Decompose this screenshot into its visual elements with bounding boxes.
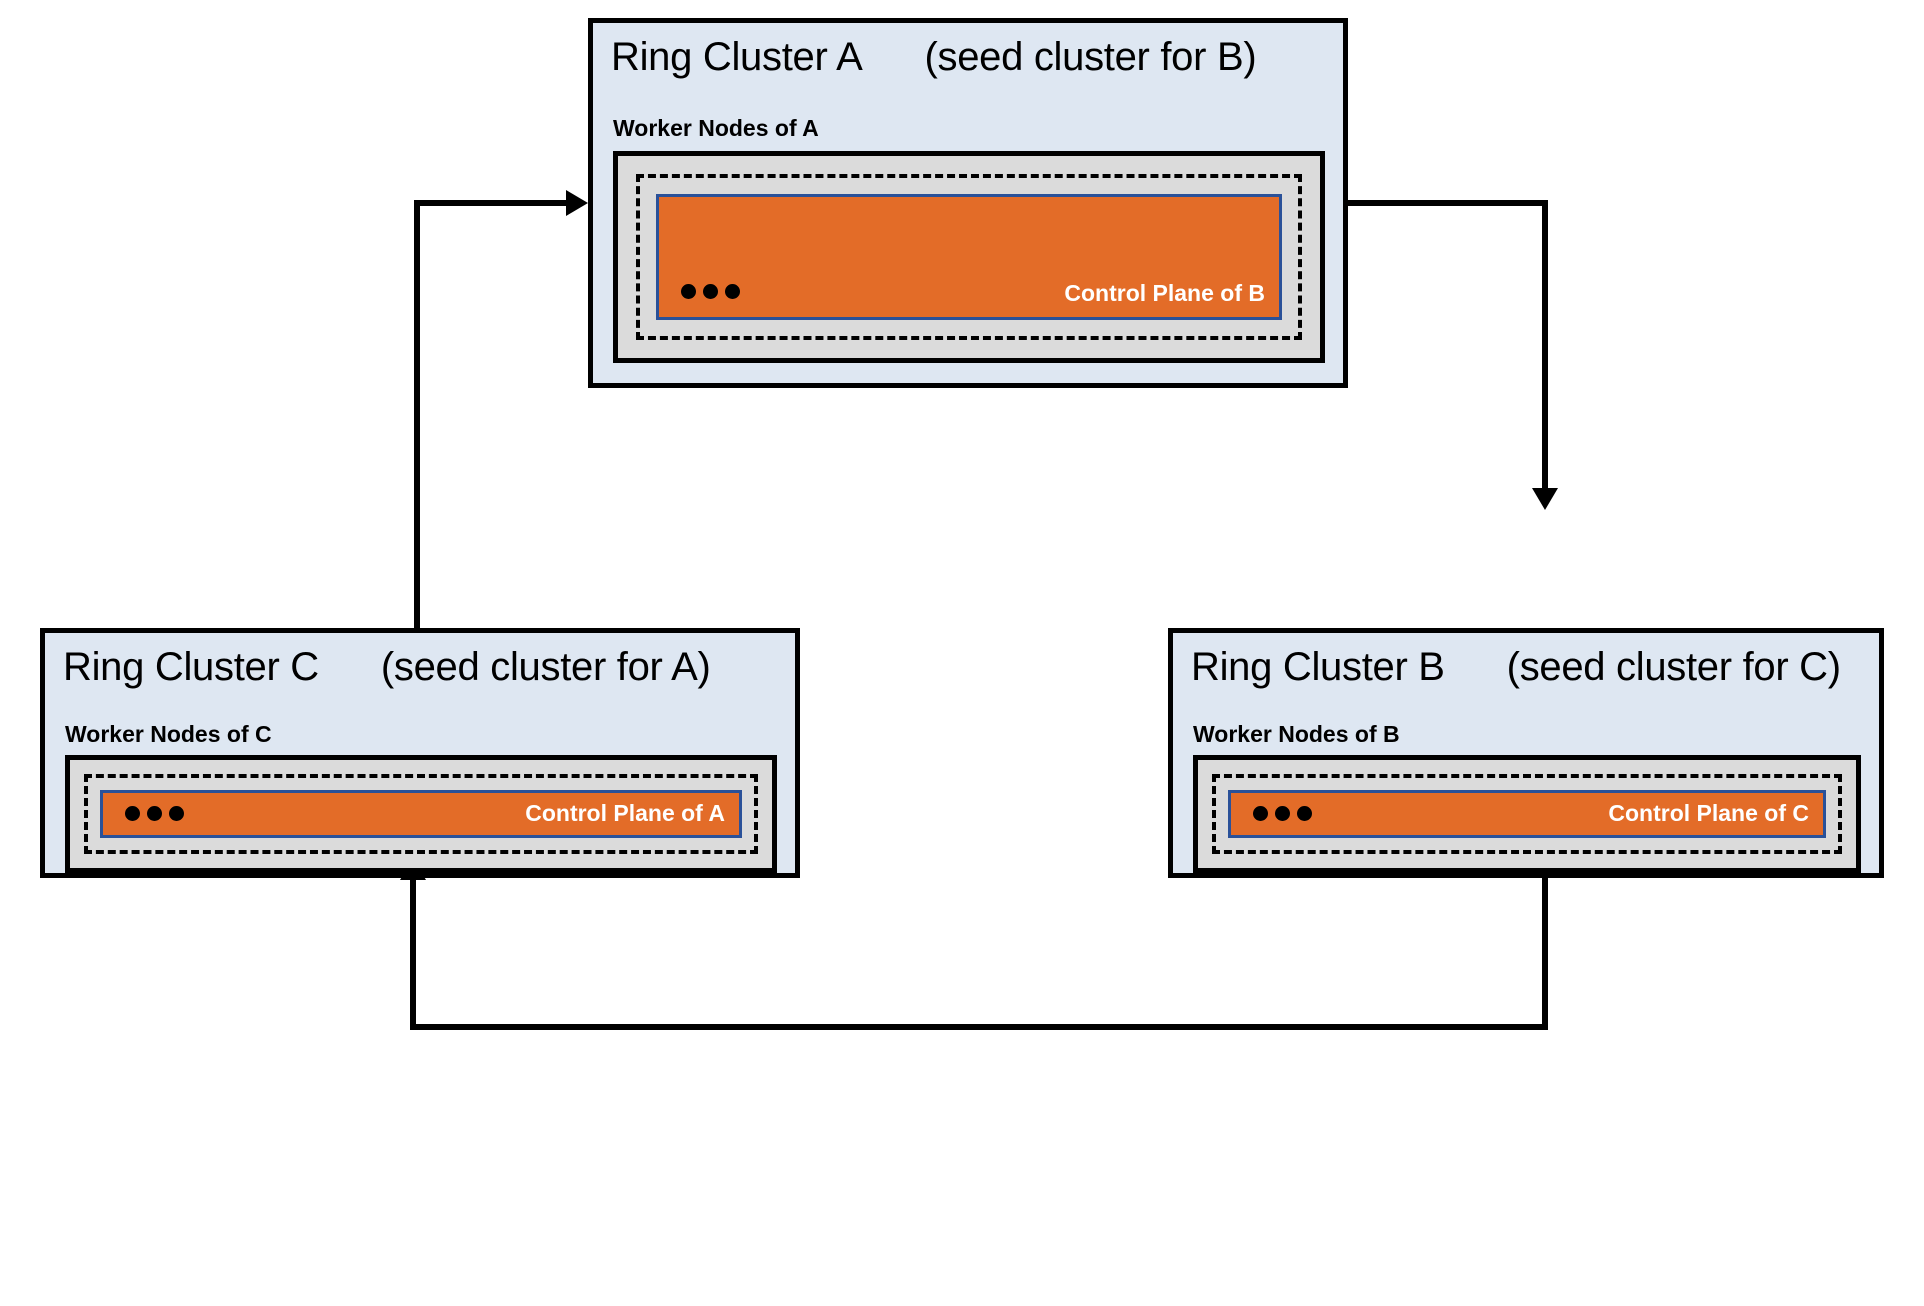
cluster-c-node-boundary: Control Plane of A [84, 774, 758, 854]
arrow-b-to-c-vertical-left-segment [410, 880, 416, 1028]
cluster-b-title: Ring Cluster B (seed cluster for C) [1191, 645, 1841, 690]
cluster-b-ellipsis-icon [1253, 806, 1312, 821]
cluster-a-control-plane-of-b[interactable]: Control Plane of B [656, 194, 1282, 320]
cluster-a-worker-node-band: Control Plane of B [613, 151, 1325, 363]
cluster-b-control-plane-label: Control Plane of C [1608, 800, 1809, 826]
arrow-a-to-b-head-icon [1532, 488, 1558, 510]
cluster-c-control-plane-label: Control Plane of A [525, 800, 725, 826]
cluster-a-ellipsis-icon [681, 284, 740, 299]
arrow-b-to-c-horizontal-segment [410, 1024, 1548, 1030]
cluster-b-seed-note: (seed cluster for C) [1506, 645, 1841, 689]
cluster-b-node-boundary: Control Plane of C [1212, 774, 1842, 854]
cluster-c-worker-node-band: Control Plane of A [65, 755, 777, 873]
cluster-c-control-plane-of-a[interactable]: Control Plane of A [100, 790, 742, 838]
cluster-a-worker-label: Worker Nodes of A [613, 115, 819, 141]
cluster-a-title: Ring Cluster A (seed cluster for B) [611, 35, 1257, 80]
cluster-a-node-boundary: Control Plane of B [636, 174, 1302, 340]
cluster-c-title: Ring Cluster C (seed cluster for A) [63, 645, 711, 690]
arrow-c-to-a-horizontal-segment [414, 200, 574, 206]
cluster-box-b[interactable]: Ring Cluster B (seed cluster for C) Worke… [1168, 628, 1884, 878]
cluster-a-control-plane-label: Control Plane of B [1064, 280, 1265, 306]
cluster-c-seed-note: (seed cluster for A) [380, 645, 711, 689]
arrow-b-to-c-vertical-right-segment [1542, 876, 1548, 1030]
cluster-b-title-text: Ring Cluster B [1191, 645, 1445, 689]
cluster-b-control-plane-of-c[interactable]: Control Plane of C [1228, 790, 1826, 838]
cluster-c-worker-label: Worker Nodes of C [65, 721, 272, 747]
cluster-a-seed-note: (seed cluster for B) [924, 35, 1257, 79]
arrow-a-to-b-vertical-segment [1542, 200, 1548, 500]
cluster-box-a[interactable]: Ring Cluster A (seed cluster for B) Worke… [588, 18, 1348, 388]
cluster-c-title-text: Ring Cluster C [63, 645, 319, 689]
cluster-c-ellipsis-icon [125, 806, 184, 821]
cluster-b-worker-label: Worker Nodes of B [1193, 721, 1400, 747]
arrow-a-to-b-horizontal-segment [1348, 200, 1548, 206]
cluster-box-c[interactable]: Ring Cluster C (seed cluster for A) Worke… [40, 628, 800, 878]
cluster-b-worker-node-band: Control Plane of C [1193, 755, 1861, 873]
arrow-c-to-a-head-icon [566, 190, 588, 216]
arrow-c-to-a-vertical-segment [414, 200, 420, 630]
cluster-a-title-text: Ring Cluster A [611, 35, 863, 79]
